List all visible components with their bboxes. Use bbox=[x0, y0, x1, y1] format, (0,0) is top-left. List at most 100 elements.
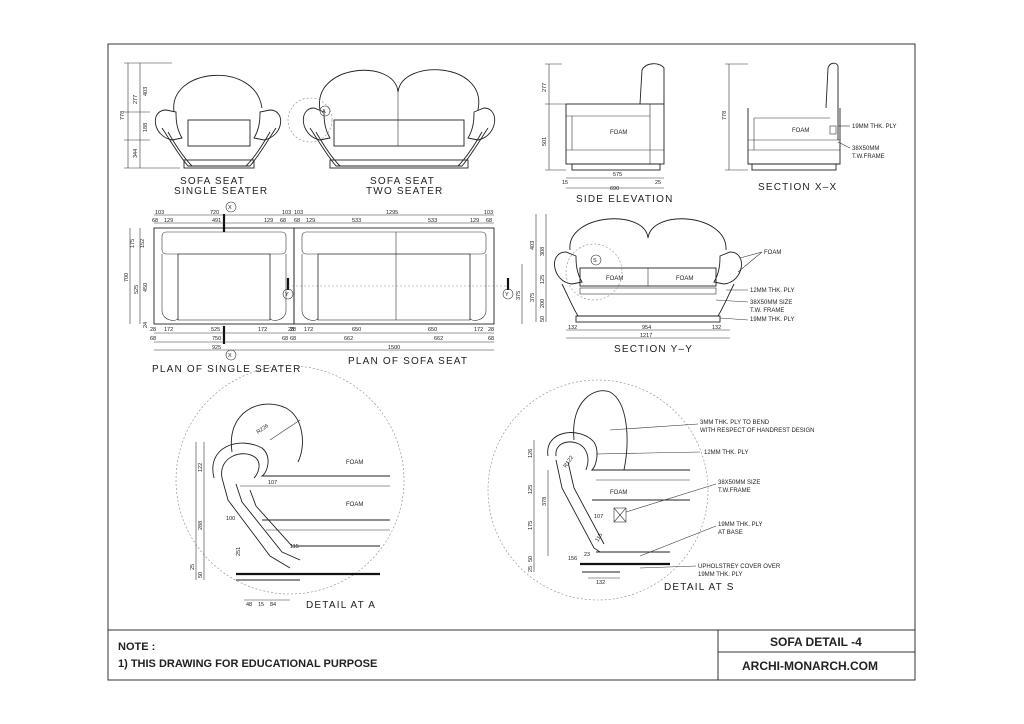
svg-text:103: 103 bbox=[484, 210, 493, 216]
svg-text:172: 172 bbox=[474, 327, 483, 333]
svg-text:15: 15 bbox=[562, 180, 568, 186]
two-seater-title-2: TWO SEATER bbox=[366, 186, 443, 197]
svg-text:S: S bbox=[593, 258, 597, 264]
plan-sofa-seat: Y Y 103 1295 103 68 129 533 533 129 68 2… bbox=[282, 210, 523, 367]
section-y-marker-right bbox=[502, 288, 514, 300]
single-seater-title-1: SOFA SEAT bbox=[180, 176, 245, 187]
svg-text:778: 778 bbox=[120, 111, 126, 120]
svg-text:129: 129 bbox=[264, 218, 273, 224]
svg-text:575: 575 bbox=[613, 172, 622, 178]
svg-text:501: 501 bbox=[542, 137, 548, 146]
svg-text:68: 68 bbox=[282, 336, 288, 342]
svg-text:R122: R122 bbox=[563, 455, 575, 469]
section-x-x: FOAM 778 19MM THK. PLY 38X50MM T.W.FRAME… bbox=[722, 62, 896, 193]
drawing-title: SOFA DETAIL -4 bbox=[770, 635, 862, 649]
svg-text:403: 403 bbox=[530, 241, 536, 250]
detail-a-foam-bottom: FOAM bbox=[346, 502, 363, 508]
svg-text:129: 129 bbox=[306, 218, 315, 224]
svg-text:491: 491 bbox=[212, 218, 221, 224]
svg-text:277: 277 bbox=[542, 83, 548, 92]
svg-text:1500: 1500 bbox=[388, 345, 400, 351]
svg-text:Y: Y bbox=[505, 292, 509, 298]
svg-text:25: 25 bbox=[528, 566, 534, 572]
svg-text:50: 50 bbox=[528, 556, 534, 562]
svg-text:115: 115 bbox=[290, 544, 299, 550]
svg-text:84: 84 bbox=[270, 602, 276, 608]
svg-text:525: 525 bbox=[211, 327, 220, 333]
svg-text:129: 129 bbox=[164, 218, 173, 224]
svg-text:19MM THK. PLY: 19MM THK. PLY bbox=[750, 317, 794, 323]
svg-text:28: 28 bbox=[290, 327, 296, 333]
svg-text:15: 15 bbox=[258, 602, 264, 608]
section-y-y: FOAM FOAM S FOAM 12MM THK. PLY 38X50MM S… bbox=[530, 214, 794, 355]
svg-text:24: 24 bbox=[143, 322, 149, 328]
svg-text:UPHOLSTREY COVER OVER: UPHOLSTREY COVER OVER bbox=[698, 564, 781, 570]
svg-text:533: 533 bbox=[428, 218, 437, 224]
svg-text:251: 251 bbox=[236, 547, 242, 556]
svg-text:107: 107 bbox=[268, 480, 277, 486]
svg-text:129: 129 bbox=[470, 218, 479, 224]
plan-single-seater: X X 103 720 103 68 129 491 129 68 28 172… bbox=[124, 201, 300, 375]
title-block: NOTE : 1) THIS DRAWING FOR EDUCATIONAL P… bbox=[118, 635, 878, 673]
svg-text:T.W. FRAME: T.W. FRAME bbox=[750, 308, 784, 314]
svg-text:122: 122 bbox=[198, 463, 204, 472]
svg-text:107: 107 bbox=[594, 514, 603, 520]
svg-text:450: 450 bbox=[143, 283, 149, 292]
section-yy-title: SECTION Y–Y bbox=[614, 344, 693, 355]
svg-text:50: 50 bbox=[540, 316, 546, 322]
svg-text:R226: R226 bbox=[256, 423, 270, 435]
svg-text:132: 132 bbox=[596, 580, 605, 586]
svg-text:125: 125 bbox=[540, 275, 546, 284]
svg-text:68: 68 bbox=[290, 336, 296, 342]
svg-text:23: 23 bbox=[584, 552, 590, 558]
svg-text:690: 690 bbox=[610, 186, 619, 192]
svg-text:720: 720 bbox=[210, 210, 219, 216]
detail-a-title: DETAIL AT A bbox=[306, 600, 376, 611]
detail-s: R122 FOAM 3MM THK. PLY TO BEND WITH RESP… bbox=[487, 379, 814, 601]
detail-s-title: DETAIL AT S bbox=[664, 582, 735, 593]
note-line: 1) THIS DRAWING FOR EDUCATIONAL PURPOSE bbox=[118, 658, 377, 670]
svg-text:48: 48 bbox=[246, 602, 252, 608]
svg-text:12MM THK. PLY: 12MM THK. PLY bbox=[750, 288, 794, 294]
section-xx-callout-frame: 38X50MM bbox=[852, 146, 879, 152]
svg-text:344: 344 bbox=[133, 149, 139, 158]
svg-text:533: 533 bbox=[352, 218, 361, 224]
section-yy-foam-right: FOAM bbox=[676, 276, 693, 282]
svg-text:68: 68 bbox=[488, 336, 494, 342]
note-heading: NOTE : bbox=[118, 641, 155, 653]
svg-text:68: 68 bbox=[152, 218, 158, 224]
svg-text:28: 28 bbox=[488, 327, 494, 333]
svg-text:125: 125 bbox=[528, 485, 534, 494]
svg-text:68: 68 bbox=[486, 218, 492, 224]
svg-text:AT BASE: AT BASE bbox=[718, 530, 743, 536]
svg-text:25: 25 bbox=[655, 180, 661, 186]
svg-text:132: 132 bbox=[712, 325, 721, 331]
side-elevation-title: SIDE ELEVATION bbox=[576, 194, 674, 205]
svg-text:662: 662 bbox=[434, 336, 443, 342]
section-xx-foam-label: FOAM bbox=[792, 128, 809, 134]
svg-text:115: 115 bbox=[595, 532, 605, 543]
svg-text:132: 132 bbox=[568, 325, 577, 331]
svg-text:28: 28 bbox=[288, 327, 294, 333]
svg-text:103: 103 bbox=[155, 210, 164, 216]
svg-text:188: 188 bbox=[143, 123, 149, 132]
svg-text:172: 172 bbox=[164, 327, 173, 333]
svg-text:650: 650 bbox=[352, 327, 361, 333]
two-seater-elevation: A SOFA SEAT TWO SEATER bbox=[287, 69, 496, 197]
svg-text:19MM THK. PLY: 19MM THK. PLY bbox=[698, 572, 742, 578]
svg-text:100: 100 bbox=[226, 516, 235, 522]
svg-text:1217: 1217 bbox=[640, 333, 652, 339]
svg-text:Y: Y bbox=[285, 292, 289, 298]
section-xx-callout-ply: 19MM THK. PLY bbox=[852, 124, 896, 130]
svg-text:378: 378 bbox=[542, 497, 548, 506]
svg-text:152: 152 bbox=[140, 239, 146, 248]
svg-text:650: 650 bbox=[428, 327, 437, 333]
svg-text:X: X bbox=[228, 205, 232, 211]
svg-text:525: 525 bbox=[134, 285, 140, 294]
svg-text:172: 172 bbox=[304, 327, 313, 333]
svg-text:FOAM: FOAM bbox=[764, 250, 781, 256]
svg-text:103: 103 bbox=[294, 210, 303, 216]
two-seater-title-1: SOFA SEAT bbox=[370, 176, 435, 187]
svg-text:WITH RESPECT OF HANDREST DESIG: WITH RESPECT OF HANDREST DESIGN bbox=[700, 428, 814, 434]
svg-text:103: 103 bbox=[282, 210, 291, 216]
